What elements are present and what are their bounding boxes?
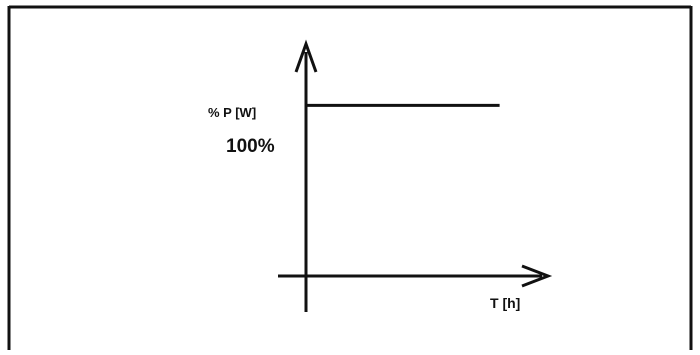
x-axis-arrowhead [521, 264, 553, 288]
y-axis-arrowhead [294, 39, 318, 73]
y-axis-label: % P [W] [208, 105, 256, 120]
x-axis-label: T [h] [490, 295, 520, 311]
y-tick-label: 100% [226, 136, 275, 157]
